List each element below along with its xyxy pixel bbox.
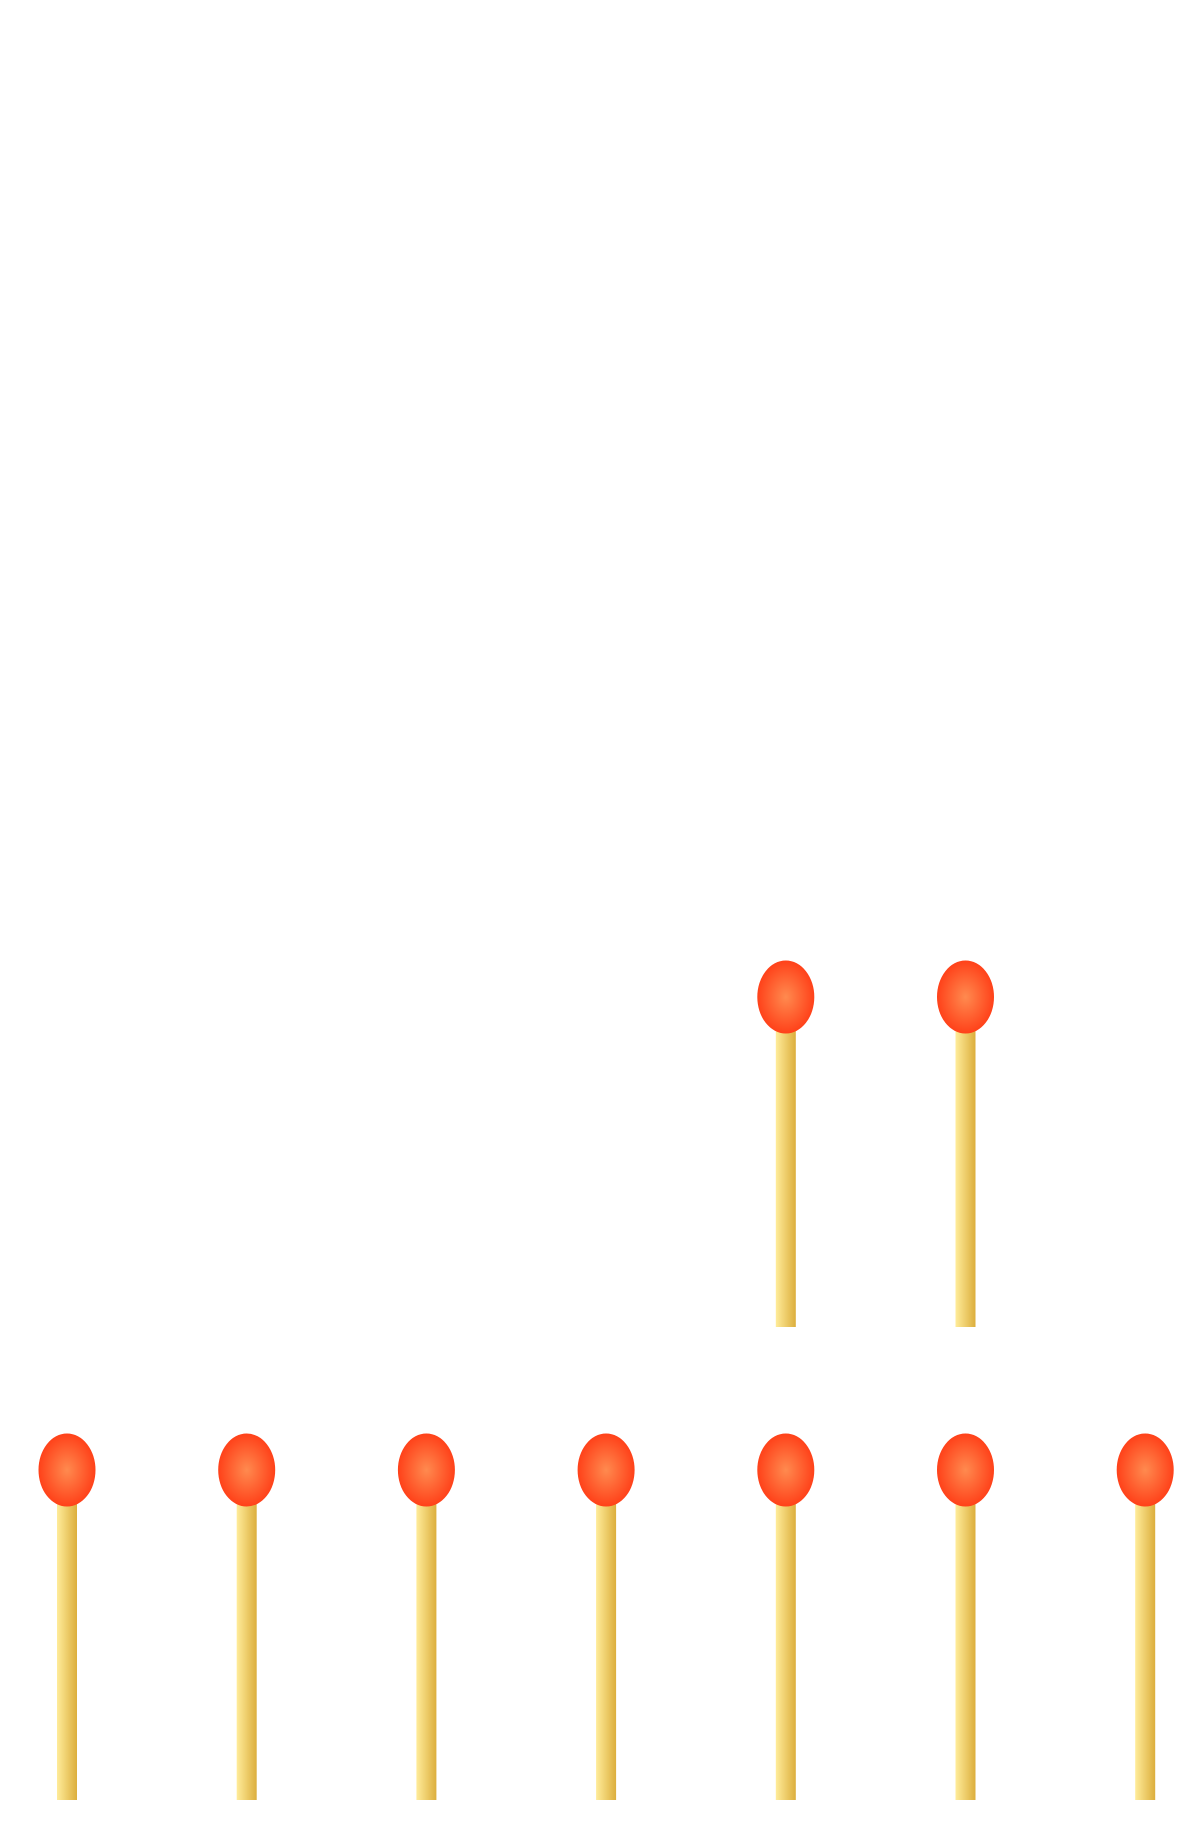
matchstick-head — [757, 960, 815, 1034]
matchstick-head — [577, 1433, 635, 1507]
matchstick-head — [1116, 1433, 1174, 1507]
matchstick-head — [757, 1433, 815, 1507]
matchstick-stick — [236, 1488, 257, 1800]
matchstick-row-bottom — [38, 1433, 1174, 1800]
matchstick-head — [218, 1433, 276, 1507]
matchstick-stick — [955, 1015, 976, 1327]
matchstick-stick — [1135, 1488, 1156, 1800]
matchstick — [577, 1433, 635, 1800]
matchstick-stick — [775, 1015, 796, 1327]
matchstick-head — [937, 1433, 994, 1507]
matchstick-stick — [596, 1488, 617, 1800]
matchstick-stick — [955, 1488, 976, 1800]
matchstick-row-top — [757, 960, 994, 1327]
matchstick — [1116, 1433, 1174, 1800]
matchstick — [218, 1433, 276, 1800]
matchstick — [757, 960, 815, 1327]
matchstick — [397, 1433, 455, 1800]
matchstick — [38, 1433, 96, 1800]
matchstick-head — [38, 1433, 96, 1507]
matchstick — [937, 960, 994, 1327]
matchstick — [937, 1433, 994, 1800]
matchstick — [757, 1433, 815, 1800]
matchstick-stick — [775, 1488, 796, 1800]
matchstick-stick — [57, 1488, 77, 1800]
matchstick-head — [397, 1433, 455, 1507]
matchstick-stick — [416, 1488, 437, 1800]
matchstick-head — [937, 960, 994, 1034]
